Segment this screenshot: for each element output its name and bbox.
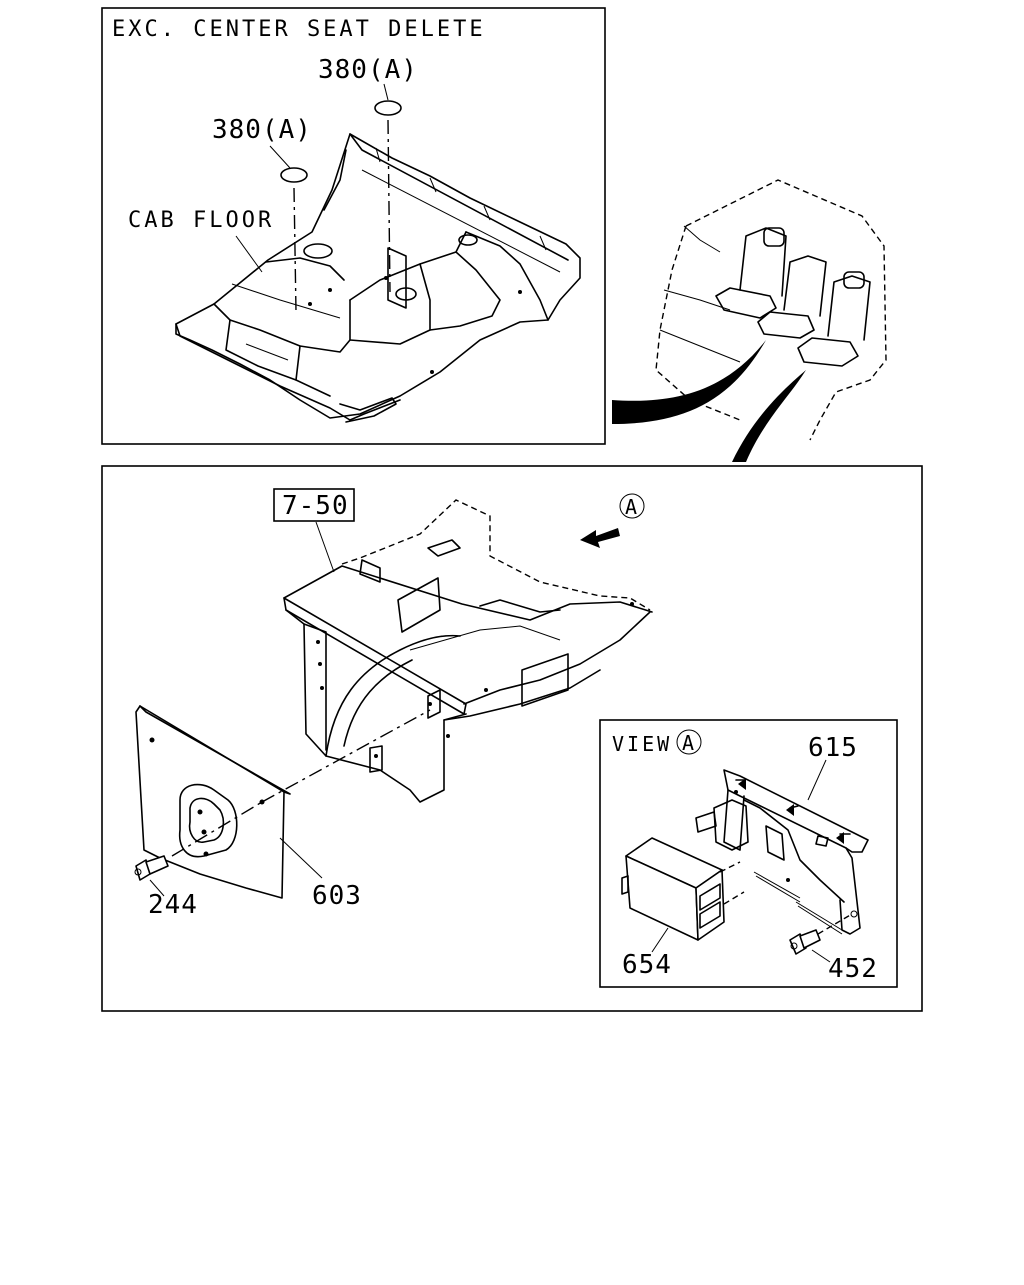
main-panel-frame — [101, 465, 923, 1012]
part-452-label: 452 — [828, 954, 878, 984]
plug-380a-lower-guide — [293, 187, 297, 313]
part-615-leader — [807, 759, 827, 801]
top-panel: EXC. CENTER SEAT DELETE — [101, 7, 606, 445]
part-603-leader — [279, 837, 323, 879]
view-a-panel-frame — [599, 719, 898, 988]
ref-7-50-box — [273, 488, 355, 522]
view-a-title: VIEW — [612, 732, 672, 756]
view-a-title-marker-circle — [676, 729, 702, 755]
part-654-label: 654 — [622, 950, 672, 980]
plug-380a-upper-guide — [387, 119, 391, 293]
panel-603-drawing — [135, 705, 291, 899]
part-380a-lower-label: 380(A) — [212, 115, 312, 145]
top-panel-title: EXC. CENTER SEAT DELETE — [112, 17, 486, 42]
panel-603-guide — [261, 709, 431, 803]
bolt-452-guide — [817, 913, 853, 935]
part-654-leader — [651, 927, 669, 953]
bolt-452-icon — [789, 929, 821, 955]
view-a-arrow-icon — [580, 528, 620, 548]
pointer-arrow-upper-icon — [612, 340, 766, 424]
bolt-244-icon — [134, 855, 169, 881]
cab-illustration — [612, 179, 887, 462]
bracket-615-drawing — [695, 769, 869, 935]
view-a-marker-letter: A — [625, 495, 637, 519]
ref-7-50-leader — [315, 521, 335, 573]
part-244-label: 244 — [148, 890, 198, 920]
part-244-leader — [149, 879, 165, 897]
view-a-title-marker-letter: A — [682, 731, 694, 755]
part-615-label: 615 — [808, 733, 858, 763]
controller-654-drawing — [621, 837, 725, 941]
view-a-marker-circle — [619, 493, 645, 519]
part-603-label: 603 — [312, 881, 362, 911]
view-a-panel: VIEW A 615 — [599, 719, 898, 988]
top-panel-frame — [101, 7, 606, 445]
cab-floor-label: CAB FLOOR — [128, 208, 274, 233]
part-452-leader — [811, 949, 831, 963]
controller-654-guide — [719, 861, 745, 905]
ref-7-50-label: 7-50 — [282, 491, 349, 521]
cab-floor-drawing — [175, 133, 581, 423]
plug-380a-lower-icon — [280, 167, 308, 183]
cab-floor-leader — [235, 235, 263, 273]
main-panel: 7-50 A — [101, 465, 923, 1012]
floor-frame-drawing — [283, 499, 653, 803]
pointer-arrow-lower-icon — [732, 370, 806, 462]
bolt-244-guide — [171, 801, 263, 857]
plug-380a-upper-icon — [374, 100, 402, 116]
part-380a-upper-label: 380(A) — [318, 55, 418, 85]
